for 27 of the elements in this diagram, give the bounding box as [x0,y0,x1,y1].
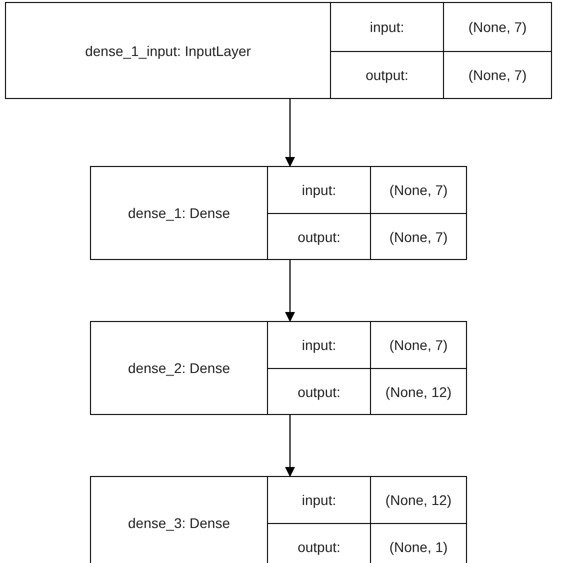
shape-value: (None, 7) [444,50,551,98]
arrow [285,99,295,167]
port-label: output: [268,523,371,563]
layer-box [90,166,467,260]
port-label: input: [268,322,371,368]
shape-value: (None, 7) [371,213,466,259]
layer-box [90,476,467,563]
port-label: output: [268,213,371,259]
shape-value: (None, 12) [371,368,466,414]
shape-value: (None, 7) [388,181,449,200]
layer-name: dense_1: Dense [91,167,268,259]
shape-value: (None, 7) [467,18,528,37]
port-label: output: [331,50,444,98]
port-label: input: [268,167,371,213]
shape-value: (None, 1) [371,523,466,563]
arrow [285,260,295,322]
shape-value: (None, 12) [384,491,453,510]
layer-name: dense_2: Dense [91,322,268,414]
layer-box [5,2,552,99]
layer-name: dense_3: Dense [91,477,268,563]
shape-value: (None, 7) [388,336,449,355]
port-label: input: [331,3,444,50]
port-label: output: [268,368,371,414]
port-label: input: [268,477,371,523]
layer-name: dense_1_input: InputLayer [6,3,331,98]
arrow [285,415,295,477]
layer-box [90,321,467,415]
